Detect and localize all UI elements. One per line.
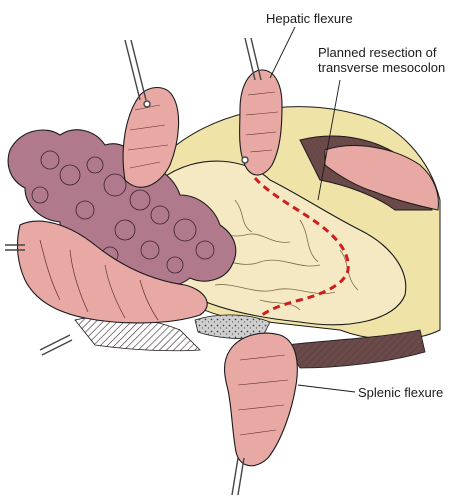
label-planned-resection: Planned resection of transverse mesocolo… [318, 45, 445, 75]
label-hepatic-flexure: Hepatic flexure [266, 11, 353, 26]
splenic-colon-hatching [237, 354, 289, 436]
retractor-left [5, 244, 25, 251]
retractor-lower-left [39, 334, 73, 356]
mesocolon-vessels [189, 199, 359, 311]
hepatic-loop-hatching [245, 91, 279, 153]
leader-lines [269, 26, 356, 393]
clamp-left [124, 39, 151, 108]
clamp-hepatic [241, 37, 262, 164]
transverse-colon-left [16, 220, 208, 324]
transverse-colon-loop-left [122, 86, 180, 188]
speckled-tissue-texture [195, 314, 270, 339]
clamp-splenic [231, 457, 245, 496]
leader-splenic [297, 384, 356, 393]
planned-resection-line [253, 177, 350, 317]
leader-planned [317, 79, 341, 201]
deep-cavity-lower-right-hatching [285, 330, 425, 368]
leader-hepatic [269, 26, 296, 79]
label-planned-resection-line1: Planned resection of [318, 45, 437, 60]
greater-omentum [7, 129, 237, 288]
splenic-flexure-colon [223, 332, 298, 467]
label-planned-resection-line2: transverse mesocolon [318, 60, 446, 75]
colon-haustra-left [39, 239, 159, 321]
label-splenic-flexure: Splenic flexure [358, 385, 444, 400]
ascending-colon-segment [324, 145, 439, 211]
